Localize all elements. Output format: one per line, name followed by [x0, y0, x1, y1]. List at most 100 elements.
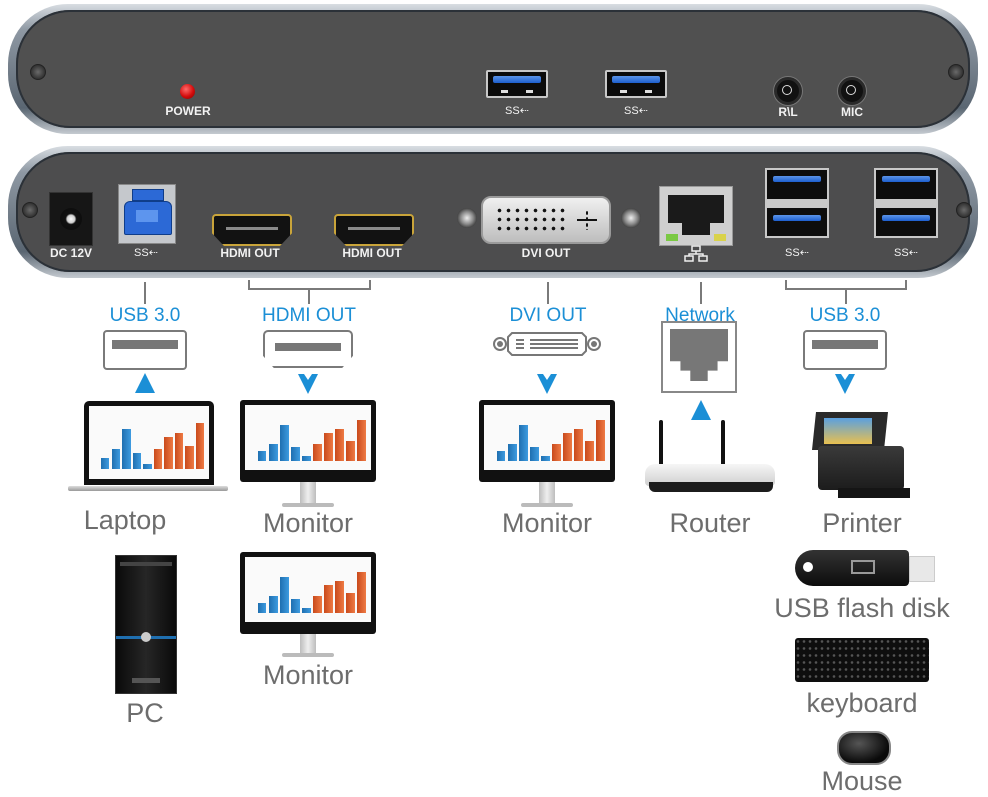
screen-thumbnail-bar — [596, 419, 605, 461]
device-label-monitor: Monitor — [501, 508, 593, 538]
port-label-usb-out: USB 3.0 — [809, 305, 881, 326]
port-label-hdmi: HDMI OUT — [262, 305, 356, 326]
dvi-port-icon — [493, 332, 601, 356]
screen-thumbnail-bar — [257, 602, 267, 613]
usb-flash-disk-image — [795, 548, 935, 588]
monitor-image — [240, 552, 376, 634]
device-label-keyboard: keyboard — [806, 688, 918, 718]
screen-thumbnail-bar — [357, 419, 366, 461]
mouse-image — [837, 731, 891, 765]
device-label-usb-flash-disk: USB flash disk — [774, 593, 950, 623]
hdmi-out-port-2[interactable] — [334, 214, 414, 246]
power-led — [180, 84, 195, 99]
link-led — [666, 234, 678, 241]
usb-ss-logo: SS⇠ — [505, 105, 529, 117]
screen-thumbnail-bar — [334, 429, 344, 461]
screen-thumbnail-bar — [301, 608, 311, 613]
audio-out-label: R\L — [778, 105, 798, 119]
keyboard-image — [795, 638, 929, 682]
screen-thumbnail-bar — [111, 449, 120, 469]
dc-label: DC 12V — [49, 246, 93, 260]
dvi-screw-icon — [621, 208, 641, 228]
audio-out-jack[interactable] — [774, 77, 802, 105]
connector-line-dvi — [547, 282, 549, 304]
screen-thumbnail-bar — [153, 449, 163, 469]
network-icon — [684, 245, 708, 262]
hdmi-out-label: HDMI OUT — [220, 246, 280, 260]
screen-thumbnail-bar — [101, 457, 110, 469]
screen-thumbnail-bar — [185, 446, 194, 469]
screen-thumbnail-bar — [573, 429, 583, 461]
screw-icon — [30, 64, 46, 80]
screen-thumbnail-bar — [323, 584, 333, 613]
activity-led — [714, 234, 726, 241]
screen-thumbnail-bar — [164, 437, 173, 469]
monitor-image — [240, 400, 376, 482]
dvi-out-label: DVI OUT — [521, 246, 571, 260]
device-label-laptop: Laptop — [83, 505, 167, 535]
hdmi-out-label: HDMI OUT — [342, 246, 402, 260]
dvi-screw-icon — [457, 208, 477, 228]
screw-icon — [956, 202, 972, 218]
screen-thumbnail-bar — [290, 447, 300, 461]
screen-thumbnail-bar — [562, 432, 572, 461]
power-label: POWER — [165, 104, 211, 118]
device-label-pc: PC — [126, 698, 164, 728]
laptop-image — [84, 401, 214, 485]
screen-thumbnail-bar — [290, 599, 300, 613]
usb-ss-logo: SS⇠ — [894, 247, 918, 259]
screen-thumbnail-bar — [301, 456, 311, 461]
port-label-dvi: DVI OUT — [509, 305, 587, 326]
ethernet-port-icon — [661, 321, 737, 393]
arrow-down-icon — [298, 374, 318, 394]
screen-thumbnail-bar — [132, 453, 142, 469]
hdmi-out-port-1[interactable] — [212, 214, 292, 246]
dvi-out-port[interactable] — [481, 196, 611, 244]
hdmi-port-icon — [263, 330, 353, 368]
usb-port-icon — [103, 330, 187, 370]
screen-thumbnail-bar — [345, 440, 355, 461]
screen-thumbnail-bar — [312, 443, 322, 461]
dc-power-jack[interactable] — [49, 192, 93, 246]
router-image — [645, 420, 777, 500]
screen-thumbnail-bar — [257, 450, 267, 461]
arrow-up-icon — [691, 400, 711, 420]
screen-thumbnail-bar — [357, 571, 366, 613]
port-label-usb-in: USB 3.0 — [109, 305, 181, 326]
screen-thumbnail-bar — [122, 428, 131, 469]
screen-thumbnail-bar — [496, 450, 506, 461]
screen-thumbnail-bar — [268, 443, 278, 461]
device-label-printer: Printer — [822, 508, 902, 538]
mic-label: MIC — [841, 105, 863, 119]
rear-panel: DC 12V SS⇠ HDMI OUT HDMI OUT DVI OUT SS⇠… — [8, 146, 978, 278]
screen-thumbnail-bar — [334, 581, 344, 613]
screen-thumbnail-bar — [507, 443, 517, 461]
usb-a-port-pair-1[interactable] — [765, 168, 829, 238]
printer-image — [812, 410, 914, 502]
pc-tower-image — [115, 555, 177, 694]
screen-thumbnail-bar — [540, 456, 550, 461]
ethernet-port[interactable] — [659, 186, 733, 246]
screw-icon — [22, 202, 38, 218]
monitor-image — [479, 400, 615, 482]
usb-b-upstream-port[interactable] — [118, 184, 176, 244]
usb-a-port-pair-2[interactable] — [874, 168, 938, 238]
connector-line-network — [700, 282, 702, 304]
front-usb-port-2[interactable] — [605, 70, 667, 98]
screen-thumbnail-bar — [323, 432, 333, 461]
usb-ss-logo: SS⇠ — [624, 105, 648, 117]
screen-thumbnail-bar — [345, 592, 355, 613]
screen-thumbnail-bar — [529, 447, 539, 461]
front-usb-port-1[interactable] — [486, 70, 548, 98]
front-panel: POWER SS⇠ SS⇠ R\L MIC — [8, 4, 978, 134]
arrow-down-icon — [537, 374, 557, 394]
screen-thumbnail-bar — [195, 422, 205, 469]
screen-thumbnail-bar — [312, 595, 322, 613]
device-label-monitor: Monitor — [262, 508, 354, 538]
screen-thumbnail-bar — [518, 425, 528, 461]
screen-thumbnail-bar — [279, 425, 289, 461]
front-panel-face — [16, 10, 970, 128]
screen-thumbnail-bar — [143, 463, 152, 469]
screen-thumbnail-bar — [174, 433, 184, 469]
mic-jack[interactable] — [838, 77, 866, 105]
